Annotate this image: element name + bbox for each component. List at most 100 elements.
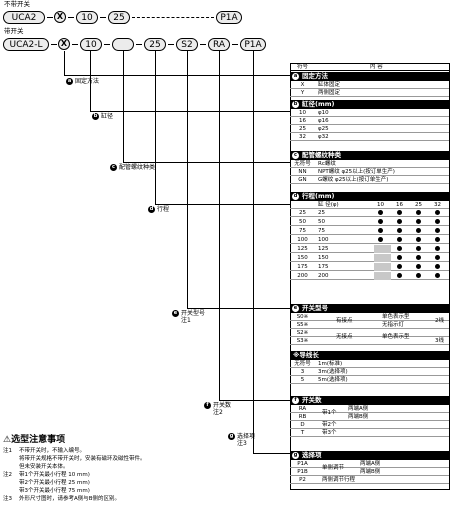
caution-note: 将带开关规格不带开关时，安装有磁环及磁性带件。 xyxy=(19,456,146,462)
with-switch-caption: 带开关 xyxy=(4,27,24,35)
callout-a-badge: a xyxy=(66,78,73,85)
available-dot xyxy=(435,246,440,251)
available-dot xyxy=(435,273,440,278)
callout-g-label: 选择项 xyxy=(237,433,256,440)
available-dot xyxy=(416,255,421,260)
available-dot xyxy=(416,264,421,269)
code2-part-switch: S2 xyxy=(176,38,198,51)
unavailable-cell xyxy=(374,245,391,253)
code2-part-bore: 10 xyxy=(80,38,102,51)
table-row: S0※有接点单色表示型 xyxy=(290,313,449,324)
available-dot xyxy=(416,273,421,278)
available-dot xyxy=(416,219,421,224)
callout-e-badge: e xyxy=(172,310,179,317)
no-switch-caption: 不带开关 xyxy=(4,0,30,8)
available-dot xyxy=(397,246,402,251)
available-dot xyxy=(435,264,440,269)
code2-part-stroke: 25 xyxy=(144,38,166,51)
callout-a-label: 固定方法 xyxy=(75,78,100,85)
callout-f-note: 注2 xyxy=(213,409,223,416)
available-dot xyxy=(378,228,383,233)
available-dot xyxy=(378,210,383,215)
available-dot xyxy=(416,228,421,233)
available-dot xyxy=(378,237,383,242)
table-header: 符号 内 容 xyxy=(290,63,449,71)
section-lead-header: ※导线长 xyxy=(290,351,449,360)
code-part-bore: 10 xyxy=(76,11,98,24)
available-dot xyxy=(397,255,402,260)
available-dot xyxy=(416,246,421,251)
warning-icon: ⚠ xyxy=(3,435,12,445)
callout-c-label: 配管螺纹种类 xyxy=(119,164,156,171)
caution-note: 但未安装开关本体。 xyxy=(19,464,69,470)
code-part-series: UCA2 xyxy=(3,11,45,24)
code-part-mount: X xyxy=(54,11,66,23)
stroke-col-header: 缸 径(φ) 10 16 25 32 xyxy=(290,201,449,209)
available-dot xyxy=(397,210,402,215)
callout-g-note: 注3 xyxy=(237,440,247,447)
unavailable-cell xyxy=(374,272,391,280)
table-row: S2※无接点单色表示型 xyxy=(290,329,449,340)
callout-b-label: 缸径 xyxy=(101,113,114,120)
available-dot xyxy=(397,237,402,242)
available-dot xyxy=(435,228,440,233)
available-dot xyxy=(397,228,402,233)
code2-part-count: RA xyxy=(208,38,230,51)
code2-part-series: UCA2-L xyxy=(3,38,49,51)
code2-part-option: P1A xyxy=(240,38,266,51)
caution-note: 带2个开关最小行程 25 mm) xyxy=(19,480,90,486)
available-dot xyxy=(435,237,440,242)
callout-e-label: 开关型号 xyxy=(181,310,206,317)
code-part-option: P1A xyxy=(216,11,242,24)
callout-d-label: 行程 xyxy=(157,206,170,213)
callout-b-badge: b xyxy=(92,113,99,120)
available-dot xyxy=(435,210,440,215)
available-dot xyxy=(378,219,383,224)
available-dot xyxy=(397,219,402,224)
unavailable-cell xyxy=(374,254,391,262)
callout-g-badge: g xyxy=(228,433,235,440)
callout-f-badge: f xyxy=(204,402,211,409)
available-dot xyxy=(435,219,440,224)
code2-part-mount: X xyxy=(58,38,70,50)
callout-f-label: 开关数 xyxy=(213,402,232,409)
unavailable-cell xyxy=(374,263,391,271)
code2-part-port xyxy=(112,38,134,51)
available-dot xyxy=(416,210,421,215)
callout-c-badge: c xyxy=(110,164,117,171)
code-part-stroke: 25 xyxy=(108,11,130,24)
available-dot xyxy=(416,237,421,242)
caution-title: ⚠选型注意事项 xyxy=(3,435,66,445)
caution-note: 带3个开关最小行程 75 mm) xyxy=(19,488,90,494)
